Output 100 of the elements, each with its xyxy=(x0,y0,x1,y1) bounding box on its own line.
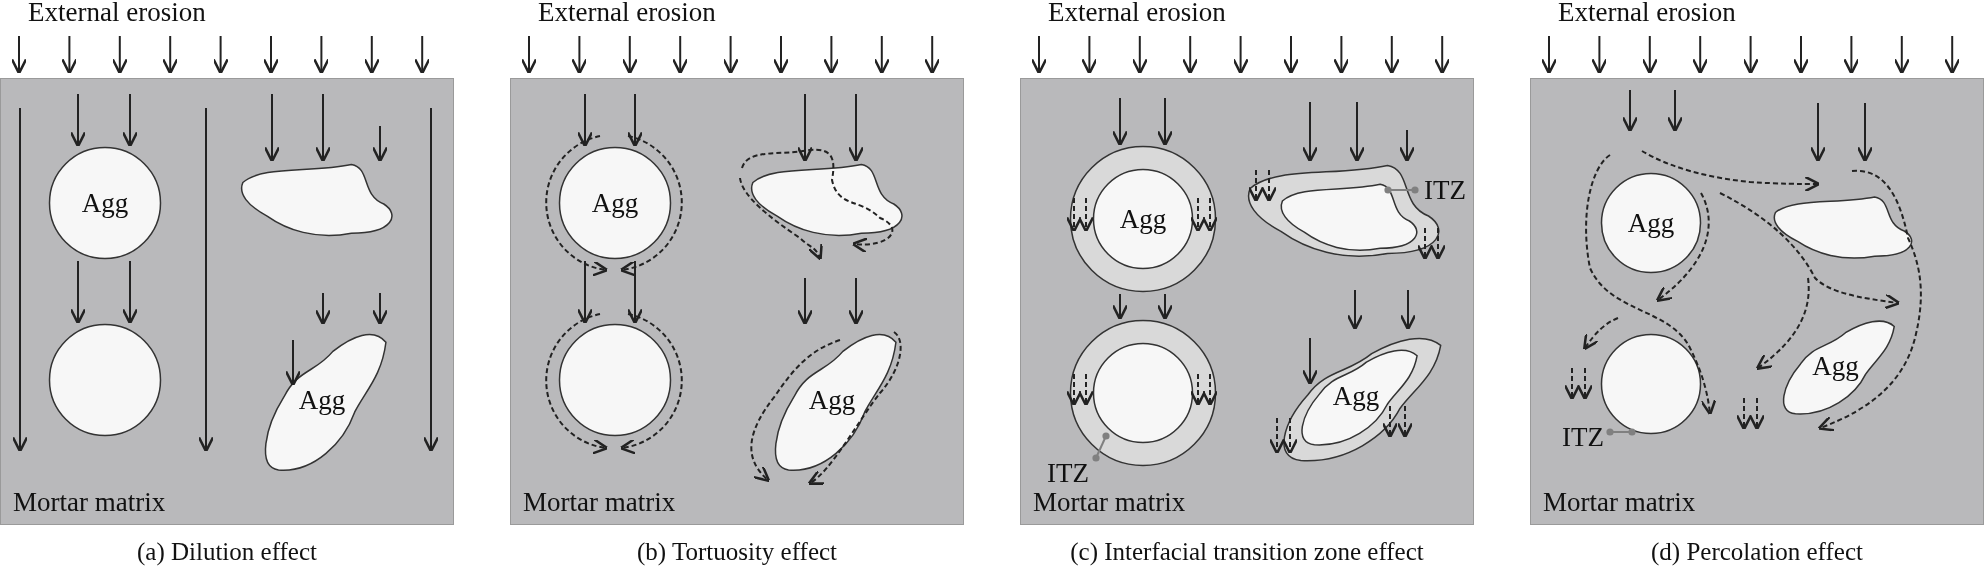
arrow xyxy=(1260,169,1278,203)
arrow xyxy=(619,313,683,454)
leader-line xyxy=(1606,428,1636,436)
leader-line xyxy=(1092,432,1110,462)
arrow xyxy=(371,292,389,326)
aggregate-label: Agg xyxy=(81,189,129,217)
arrow xyxy=(1576,367,1594,401)
arrow xyxy=(750,339,841,483)
round-aggregate xyxy=(558,146,672,260)
arrow xyxy=(741,148,894,253)
arrow xyxy=(1201,197,1219,233)
panel-label: Mortar matrix xyxy=(13,486,166,518)
arrow xyxy=(1065,373,1083,407)
arrow xyxy=(626,93,644,148)
arrow xyxy=(1156,293,1174,321)
arrow xyxy=(619,135,683,276)
panel-label: Mortar matrix xyxy=(1033,486,1186,518)
arrow xyxy=(1416,227,1434,261)
arrow xyxy=(1582,317,1619,351)
panel-label: Mortar matrix xyxy=(1543,486,1696,518)
arrow xyxy=(847,277,865,326)
arrow xyxy=(284,339,302,387)
arrow xyxy=(121,260,139,325)
arrow xyxy=(69,260,87,325)
arrow xyxy=(1856,102,1874,163)
aggregate-label: Agg xyxy=(298,386,346,414)
round-aggregate xyxy=(1092,168,1194,270)
leader-line xyxy=(1384,186,1419,194)
arrow xyxy=(371,125,389,163)
arrow xyxy=(545,313,609,454)
arrow xyxy=(1111,97,1129,147)
heading-text: External erosion xyxy=(538,0,716,28)
aggregate-label: Agg xyxy=(1627,209,1675,237)
arrow xyxy=(1585,154,1717,416)
caption-text: (a) Dilution effect xyxy=(136,537,318,568)
arrow xyxy=(1641,150,1821,193)
arrow xyxy=(1563,367,1581,401)
arrow xyxy=(739,177,823,261)
transition-zone-ring xyxy=(1069,145,1217,293)
arrow xyxy=(576,93,594,148)
round-aggregate xyxy=(1600,172,1702,274)
arrow xyxy=(1111,293,1129,321)
arrow xyxy=(1621,89,1639,133)
arrow xyxy=(1655,192,1710,303)
arrow xyxy=(796,93,814,163)
mortar-matrix-panel xyxy=(1530,78,1984,525)
round-aggregate xyxy=(558,323,672,437)
arrow xyxy=(1301,337,1319,386)
arrow xyxy=(1077,197,1095,233)
itz-label: ITZ xyxy=(1047,459,1089,487)
mortar-matrix-panel xyxy=(1020,78,1474,525)
arrow xyxy=(1065,197,1083,233)
aggregate-label: Agg xyxy=(808,386,856,414)
arrow xyxy=(1748,397,1766,431)
itz-label: ITZ xyxy=(1562,423,1604,451)
heading-text: External erosion xyxy=(1558,0,1736,28)
arrow xyxy=(314,292,332,326)
arrow xyxy=(1398,129,1416,163)
heading-text: External erosion xyxy=(1048,0,1226,28)
heading-text: External erosion xyxy=(28,0,206,28)
aggregate-label: Agg xyxy=(1812,352,1859,380)
caption-text: (d) Percolation effect xyxy=(1650,537,1864,568)
arrow xyxy=(263,93,281,163)
mortar-matrix-panel xyxy=(0,78,454,525)
arrow xyxy=(1399,289,1417,331)
arrow xyxy=(121,93,139,148)
arrow xyxy=(1666,89,1684,133)
arrow xyxy=(796,277,814,326)
round-aggregate xyxy=(48,323,162,437)
arrow xyxy=(1429,227,1447,261)
round-aggregate xyxy=(48,146,162,260)
arrow xyxy=(1156,97,1174,147)
aggregate-label: Agg xyxy=(1119,205,1167,233)
arrow xyxy=(69,93,87,148)
arrow xyxy=(1281,417,1299,455)
arrow xyxy=(1348,101,1366,163)
arrow xyxy=(1301,101,1319,163)
arrow xyxy=(1719,192,1901,310)
arrow xyxy=(1809,102,1827,163)
arrow xyxy=(1268,417,1286,455)
round-aggregate xyxy=(1092,342,1194,444)
arrow xyxy=(314,93,332,163)
arrow xyxy=(1817,169,1922,432)
caption-text: (b) Tortuosity effect xyxy=(635,537,839,568)
arrow xyxy=(1077,373,1095,407)
caption-text: (c) Interfacial transition zone effect xyxy=(1069,537,1425,568)
arrow xyxy=(1189,197,1207,233)
arrow xyxy=(1755,277,1810,371)
arrow xyxy=(1247,169,1265,203)
arrow xyxy=(576,260,594,325)
arrow xyxy=(626,260,644,325)
arrow xyxy=(545,135,609,276)
arrow xyxy=(1201,373,1219,407)
arrow xyxy=(847,93,865,163)
arrow xyxy=(1396,405,1414,439)
arrow xyxy=(1346,289,1364,331)
aggregate-label: Agg xyxy=(1332,382,1380,410)
arrow xyxy=(1735,397,1753,431)
aggregate-label: Agg xyxy=(591,189,639,217)
arrow xyxy=(807,331,902,486)
